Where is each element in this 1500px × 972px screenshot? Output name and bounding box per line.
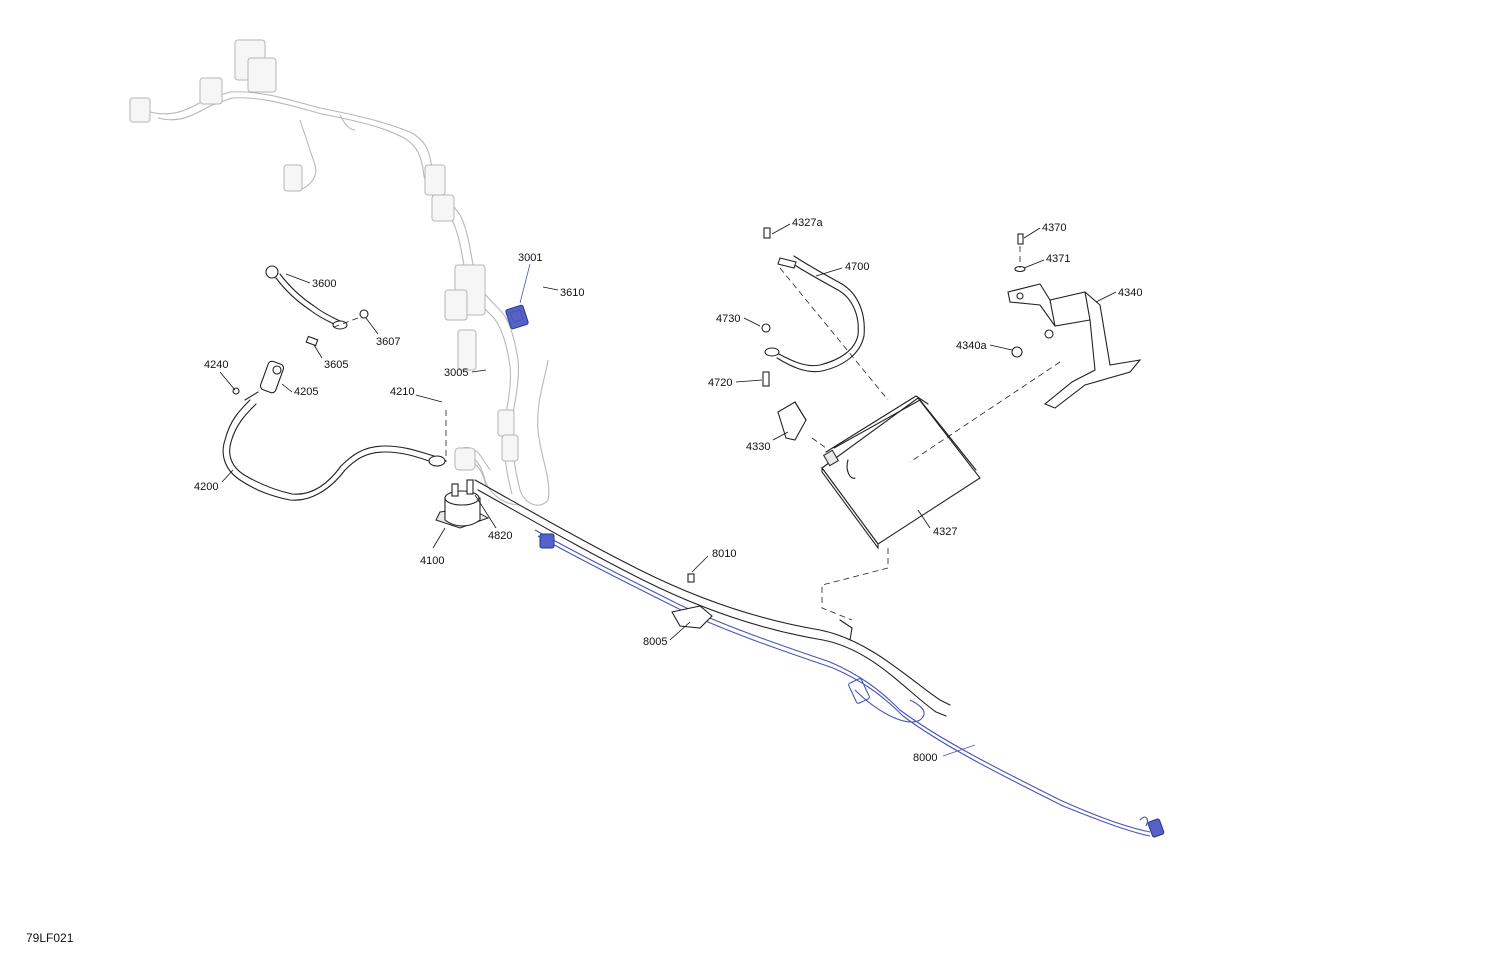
- battery-4327: [821, 395, 981, 550]
- connector-3001: [505, 304, 529, 330]
- bracket-4340: [1007, 233, 1142, 409]
- callout-8005: 8005: [643, 636, 667, 648]
- callout-3600: 3600: [312, 278, 336, 290]
- cover-4330: [777, 401, 807, 441]
- callout-4700: 4700: [845, 261, 869, 273]
- callout-4720: 4720: [708, 377, 732, 389]
- callout-4240: 4240: [204, 359, 228, 371]
- callout-4340: 4340: [1118, 287, 1142, 299]
- cable-4200: [222, 360, 446, 501]
- callout-4327: 4327: [933, 526, 957, 538]
- cable-4700: [761, 227, 865, 387]
- callout-4200: 4200: [194, 481, 218, 493]
- cable-3600: [265, 265, 369, 347]
- harness-8000: [474, 479, 1165, 838]
- callout-4730: 4730: [716, 313, 740, 325]
- callout-4371: 4371: [1046, 253, 1070, 265]
- main-wiring-harness: [129, 39, 550, 506]
- callout-8010: 8010: [712, 548, 736, 560]
- callout-labels: 3001 3610 3600 3607 3605 3005 4240 4205 …: [194, 217, 1142, 764]
- callout-4205: 4205: [294, 386, 318, 398]
- callout-3001: 3001: [518, 252, 542, 264]
- callout-3605: 3605: [324, 359, 348, 371]
- callout-4370: 4370: [1042, 222, 1066, 234]
- callout-4820: 4820: [488, 530, 512, 542]
- callout-3005: 3005: [444, 367, 468, 379]
- callout-4210: 4210: [390, 386, 414, 398]
- callout-4327a: 4327a: [792, 217, 823, 229]
- leader-lines: [219, 223, 1117, 757]
- callout-8000: 8000: [913, 752, 937, 764]
- figure-code: 79LF021: [26, 931, 74, 945]
- solenoid-4100: [435, 446, 491, 529]
- callout-4330: 4330: [746, 441, 770, 453]
- callout-3610: 3610: [560, 287, 584, 299]
- callout-4340a: 4340a: [956, 340, 987, 352]
- callout-3607: 3607: [376, 336, 400, 348]
- dashed-lines: [333, 246, 1061, 621]
- callout-4100: 4100: [420, 555, 444, 567]
